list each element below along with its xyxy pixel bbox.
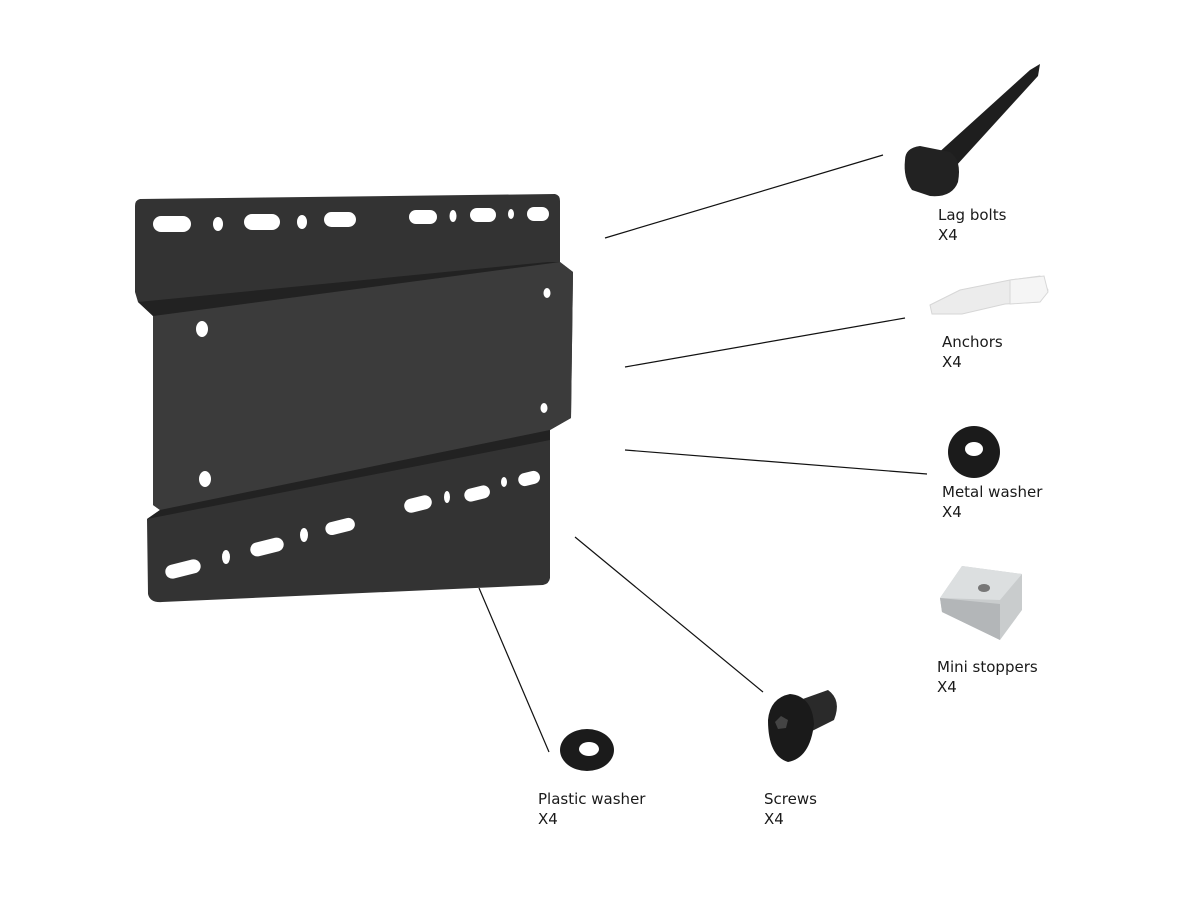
wall-plate <box>135 194 573 603</box>
label-metal-washer: Metal washer X4 <box>942 482 1042 522</box>
leader-metal-washer <box>624 449 928 475</box>
part-name: Screws <box>764 790 817 808</box>
label-lag-bolts: Lag bolts X4 <box>938 205 1006 245</box>
part-name: Mini stoppers <box>937 658 1038 676</box>
part-name: Lag bolts <box>938 206 1007 224</box>
label-mini-stoppers: Mini stoppers X4 <box>937 657 1038 697</box>
part-qty: X4 <box>938 226 958 244</box>
label-anchors: Anchors X4 <box>942 332 1003 372</box>
part-name: Plastic washer <box>538 790 646 808</box>
part-qty: X4 <box>942 503 962 521</box>
part-name: Anchors <box>942 333 1003 351</box>
leader-lag-bolts <box>604 154 884 239</box>
part-qty: X4 <box>538 810 558 828</box>
part-qty: X4 <box>937 678 957 696</box>
leader-anchors <box>624 317 906 368</box>
plastic-washer-icon <box>560 729 614 771</box>
leader-screws <box>574 536 764 693</box>
part-qty: X4 <box>764 810 784 828</box>
screw-icon <box>768 690 837 762</box>
leader-plastic-washer <box>478 587 550 753</box>
metal-washer-icon <box>948 426 1000 478</box>
part-qty: X4 <box>942 353 962 371</box>
mini-stopper-icon <box>940 566 1022 640</box>
anchor-icon <box>929 275 1049 315</box>
lag-bolt-icon <box>904 64 1040 197</box>
label-plastic-washer: Plastic washer X4 <box>538 789 645 829</box>
label-screws: Screws X4 <box>764 789 817 829</box>
part-name: Metal washer <box>942 483 1043 501</box>
